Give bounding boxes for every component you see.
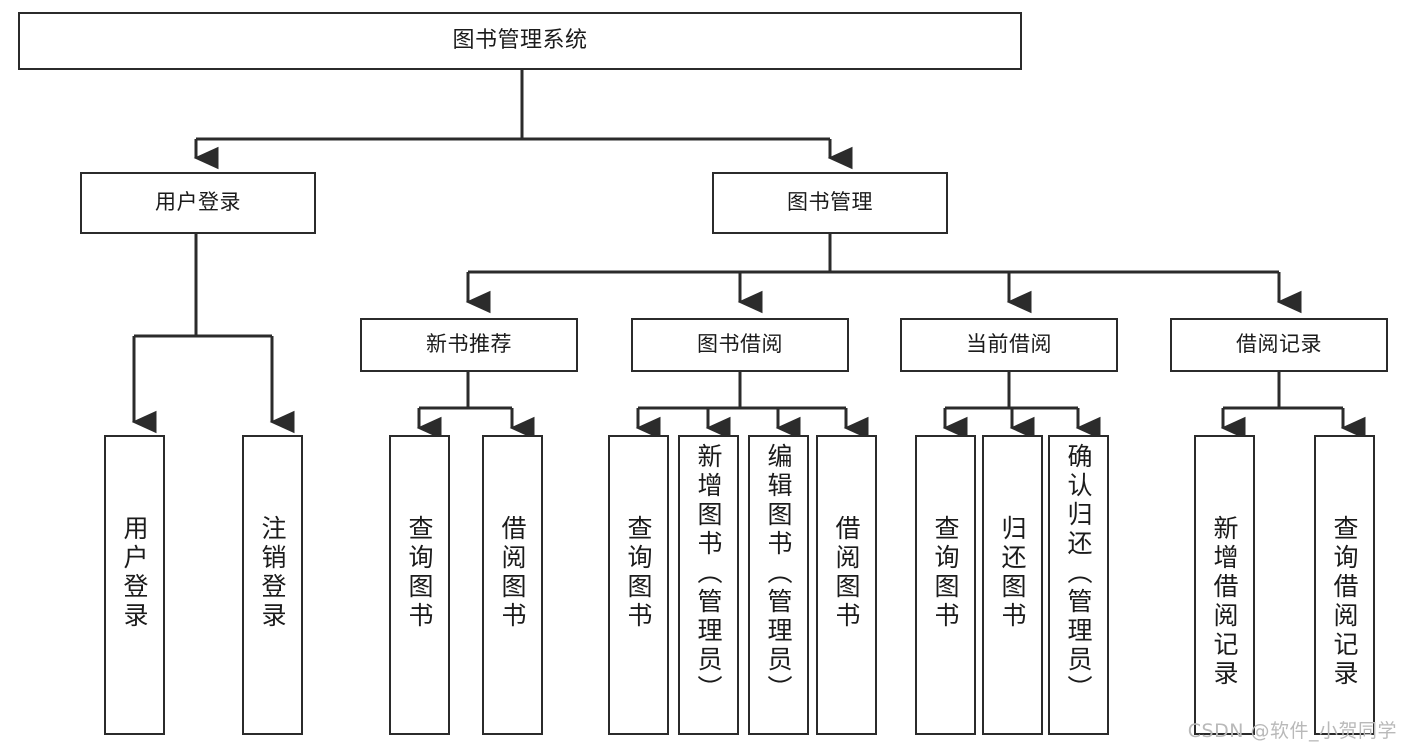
node-new-book-recommend[interactable]: 新书推荐 — [360, 318, 578, 372]
node-label: 新书推荐 — [426, 332, 512, 357]
node-label: 编辑图书（管理员） — [764, 443, 793, 704]
leaf-user-logout[interactable]: 注销登录 — [242, 435, 303, 735]
leaf-edit-book[interactable]: 编辑图书（管理员） — [748, 435, 809, 735]
leaf-borrow-book[interactable]: 借阅图书 — [816, 435, 877, 735]
node-label: 借阅图书 — [498, 515, 527, 631]
node-label: 新增借阅记录 — [1210, 515, 1239, 689]
node-label: 图书借阅 — [697, 332, 783, 357]
node-label: 图书管理系统 — [452, 27, 588, 53]
node-user-login[interactable]: 用户登录 — [80, 172, 316, 234]
node-current-borrow[interactable]: 当前借阅 — [900, 318, 1118, 372]
leaf-return-book[interactable]: 归还图书 — [982, 435, 1043, 735]
node-label: 归还图书 — [998, 515, 1027, 631]
watermark-text: CSDN @软件_小贺同学 — [1187, 720, 1397, 742]
leaf-query-book-borrow[interactable]: 查询图书 — [608, 435, 669, 735]
leaf-query-book-recommend[interactable]: 查询图书 — [389, 435, 450, 735]
leaf-add-borrow-record[interactable]: 新增借阅记录 — [1194, 435, 1255, 735]
leaf-borrow-book-recommend[interactable]: 借阅图书 — [482, 435, 543, 735]
node-label: 查询图书 — [931, 515, 960, 631]
node-label: 确认归还（管理员） — [1064, 443, 1093, 704]
node-label: 用户登录 — [155, 190, 241, 215]
node-label: 查询图书 — [624, 515, 653, 631]
node-borrow-record[interactable]: 借阅记录 — [1170, 318, 1388, 372]
node-root-system[interactable]: 图书管理系统 — [18, 12, 1022, 70]
node-label: 借阅图书 — [832, 515, 861, 631]
leaf-user-login[interactable]: 用户登录 — [104, 435, 165, 735]
leaf-confirm-return[interactable]: 确认归还（管理员） — [1048, 435, 1109, 735]
node-label: 借阅记录 — [1236, 332, 1322, 357]
node-label: 查询借阅记录 — [1330, 515, 1359, 689]
node-label: 用户登录 — [120, 515, 149, 631]
leaf-add-book[interactable]: 新增图书（管理员） — [678, 435, 739, 735]
node-book-manage[interactable]: 图书管理 — [712, 172, 948, 234]
node-book-borrow[interactable]: 图书借阅 — [631, 318, 849, 372]
node-label: 新增图书（管理员） — [694, 443, 723, 704]
leaf-query-book-current[interactable]: 查询图书 — [915, 435, 976, 735]
node-label: 图书管理 — [787, 190, 873, 215]
leaf-query-borrow-record[interactable]: 查询借阅记录 — [1314, 435, 1375, 735]
node-label: 当前借阅 — [966, 332, 1052, 357]
node-label: 注销登录 — [258, 515, 287, 631]
node-label: 查询图书 — [405, 515, 434, 631]
